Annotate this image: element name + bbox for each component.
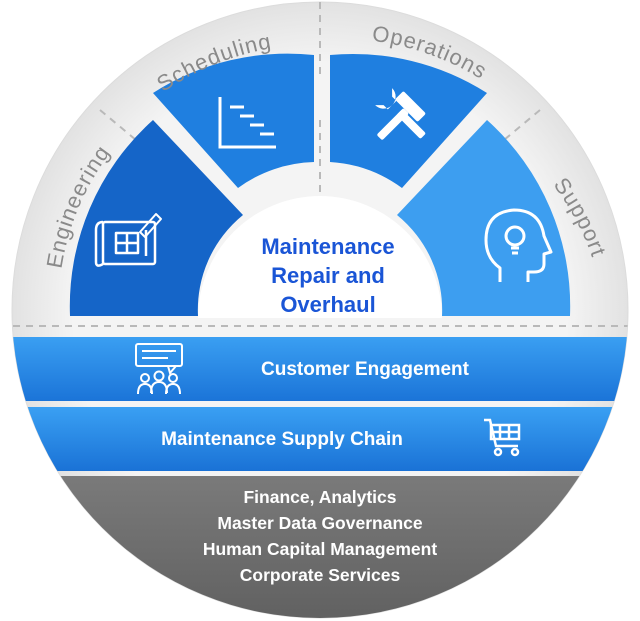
hammer-wrench-icon bbox=[375, 88, 426, 140]
blueprint-icon bbox=[94, 213, 162, 267]
center-hub bbox=[198, 196, 442, 318]
base-services-list: Finance, Analytics Master Data Governanc… bbox=[203, 487, 438, 585]
base-line-hcm: Human Capital Management bbox=[203, 539, 438, 559]
base-line-finance: Finance, Analytics bbox=[243, 487, 396, 507]
supply-chain-label: Maintenance Supply Chain bbox=[161, 429, 403, 450]
center-title: Maintenance Repair and Overhaul bbox=[261, 234, 394, 317]
center-title-line1: Maintenance bbox=[261, 234, 394, 259]
support-segment[interactable] bbox=[397, 120, 571, 316]
customer-engagement-band[interactable] bbox=[0, 337, 640, 401]
shopping-cart-icon bbox=[484, 418, 521, 457]
supply-chain-band[interactable] bbox=[0, 407, 640, 471]
gantt-chart-icon bbox=[218, 97, 276, 149]
scheduling-segment[interactable] bbox=[153, 53, 314, 189]
base-line-corporate: Corporate Services bbox=[240, 565, 401, 585]
people-chat-icon bbox=[135, 343, 183, 395]
engineering-segment[interactable] bbox=[69, 120, 244, 316]
head-lightbulb-icon bbox=[484, 208, 553, 282]
customer-engagement-label: Customer Engagement bbox=[261, 359, 470, 380]
center-title-line3: Overhaul bbox=[280, 292, 375, 317]
base-line-mdg: Master Data Governance bbox=[217, 513, 422, 533]
center-title-line2: Repair and bbox=[271, 263, 385, 288]
